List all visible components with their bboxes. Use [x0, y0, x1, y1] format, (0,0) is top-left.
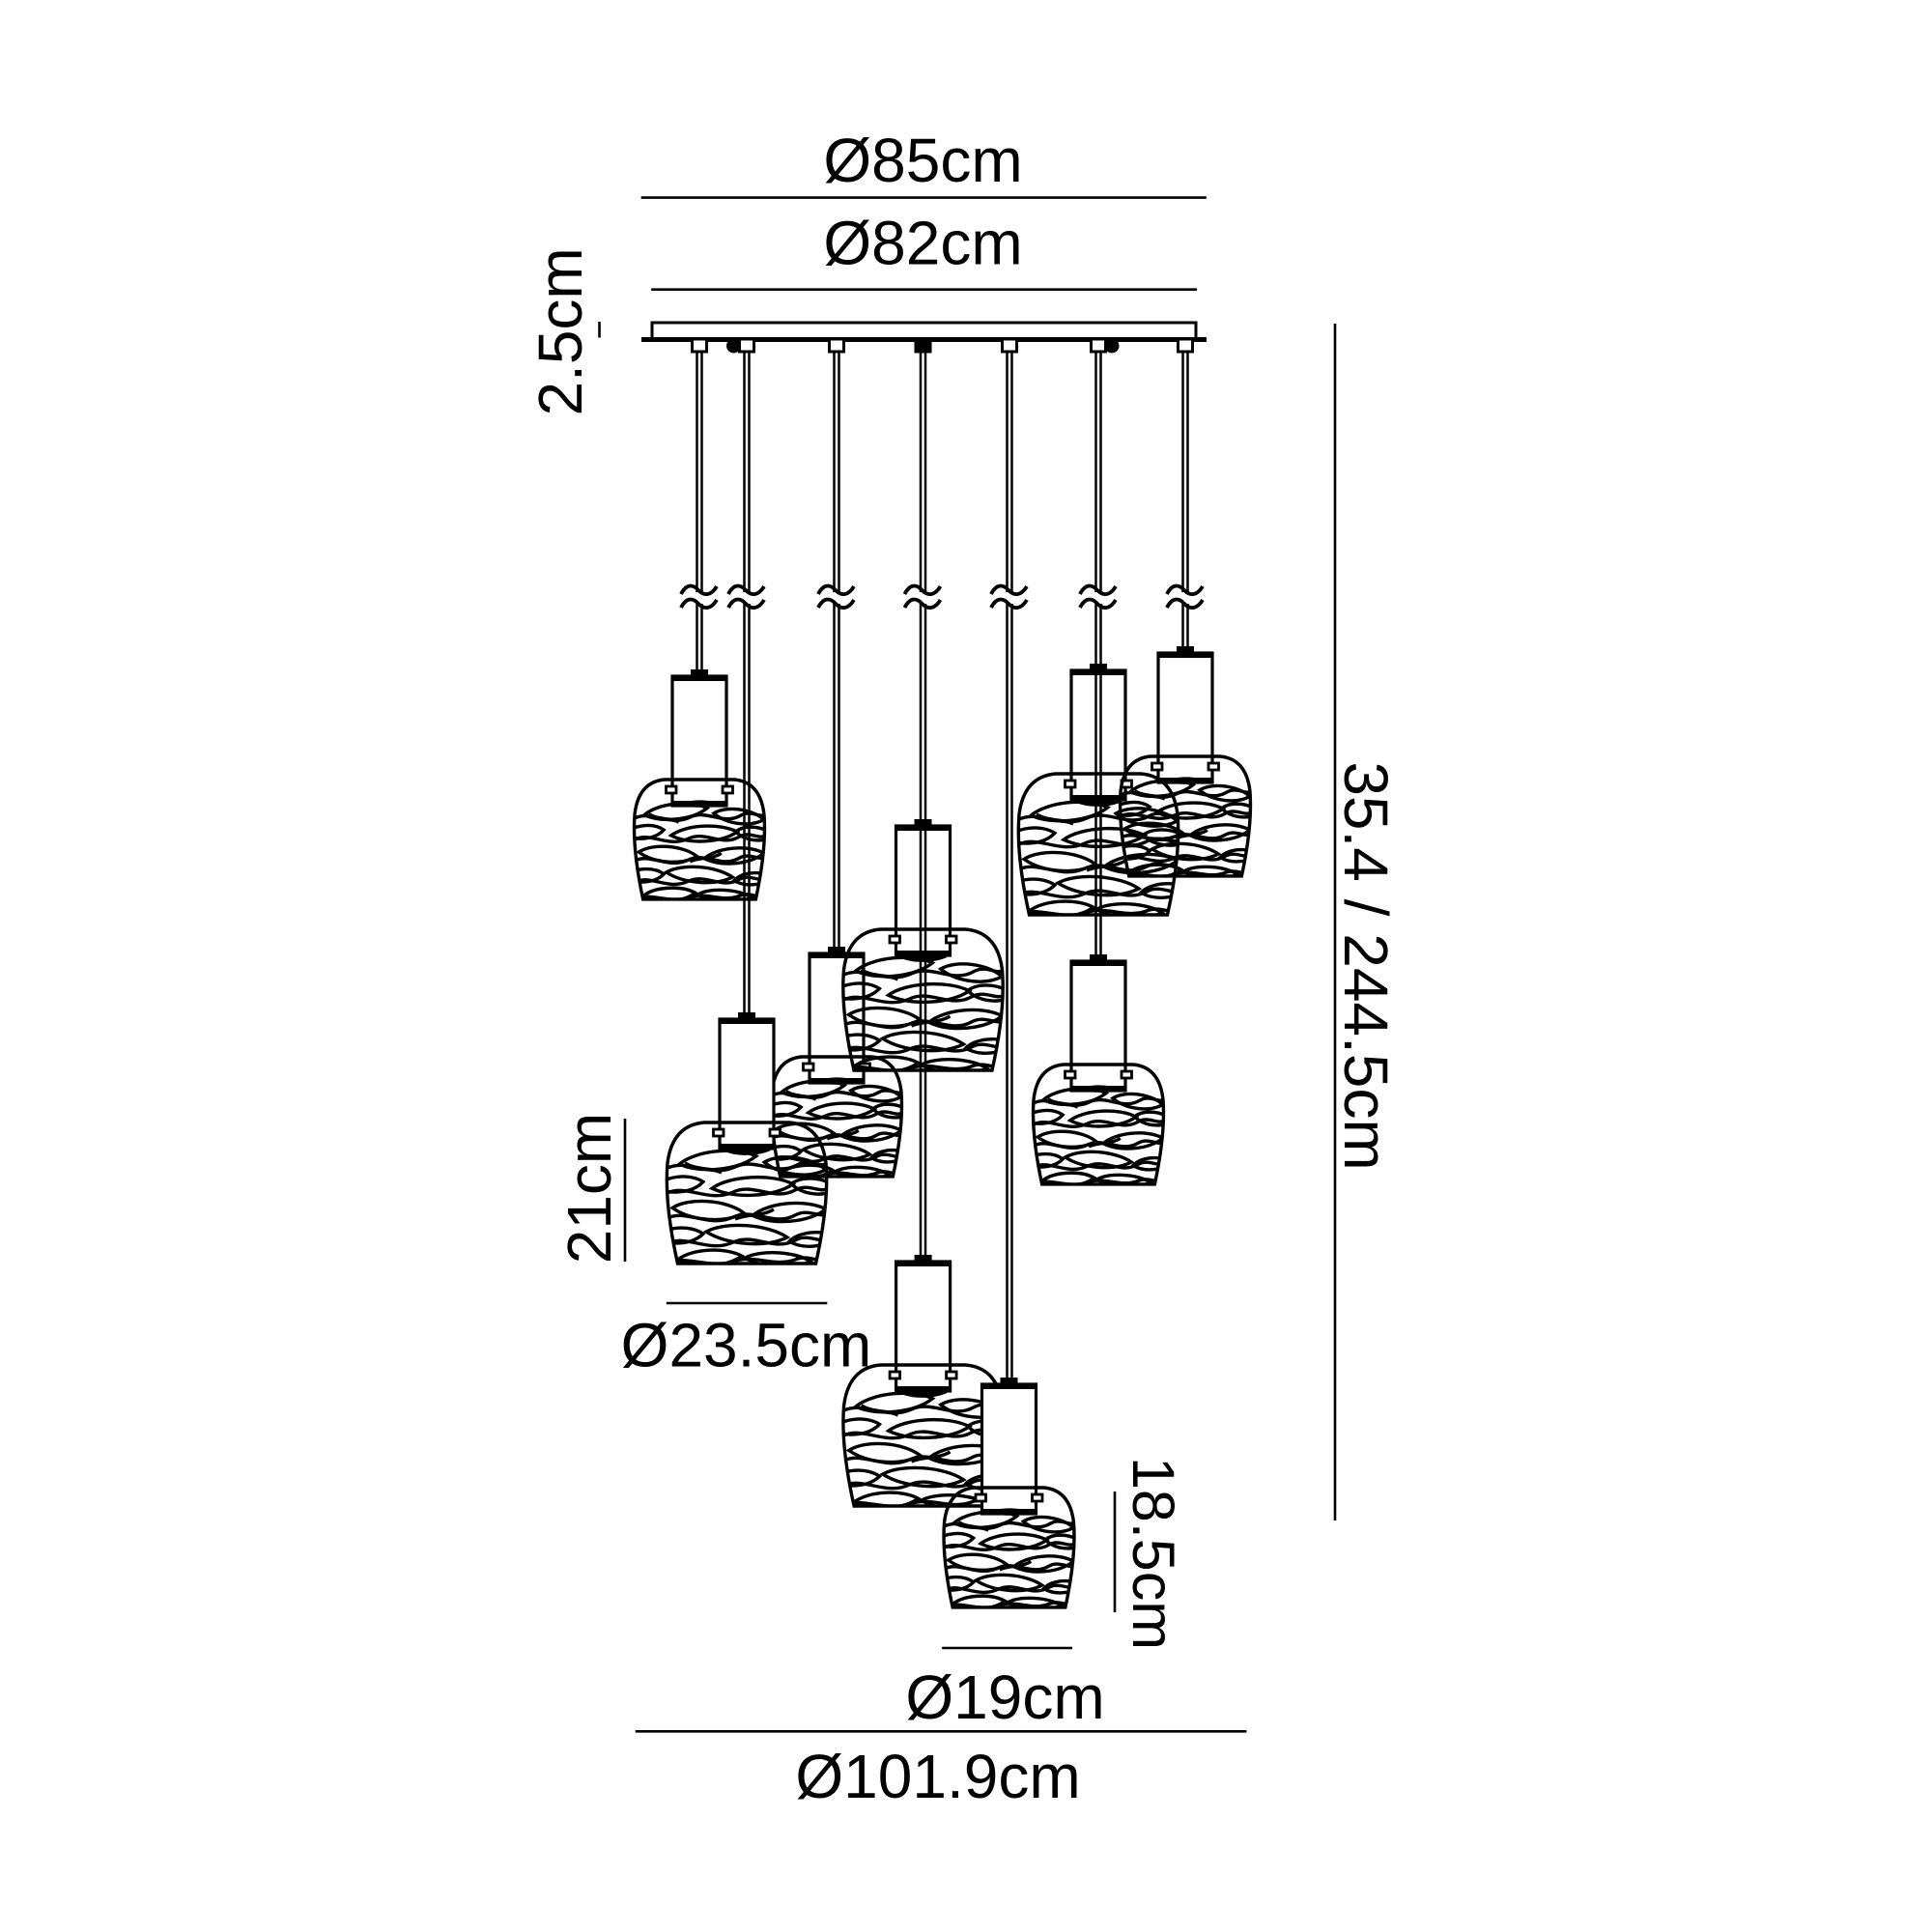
svg-text:21cm: 21cm	[554, 1113, 624, 1264]
svg-text:Ø82cm: Ø82cm	[823, 209, 1022, 278]
svg-text:Ø101.9cm: Ø101.9cm	[795, 1742, 1080, 1811]
svg-text:Ø19cm: Ø19cm	[905, 1662, 1104, 1732]
svg-text:2.5cm: 2.5cm	[526, 247, 595, 415]
svg-text:Ø23.5cm: Ø23.5cm	[621, 1311, 872, 1380]
svg-text:35.4 / 244.5cm: 35.4 / 244.5cm	[1331, 761, 1401, 1170]
svg-text:Ø85cm: Ø85cm	[823, 126, 1022, 195]
svg-text:18.5cm: 18.5cm	[1121, 1457, 1186, 1650]
